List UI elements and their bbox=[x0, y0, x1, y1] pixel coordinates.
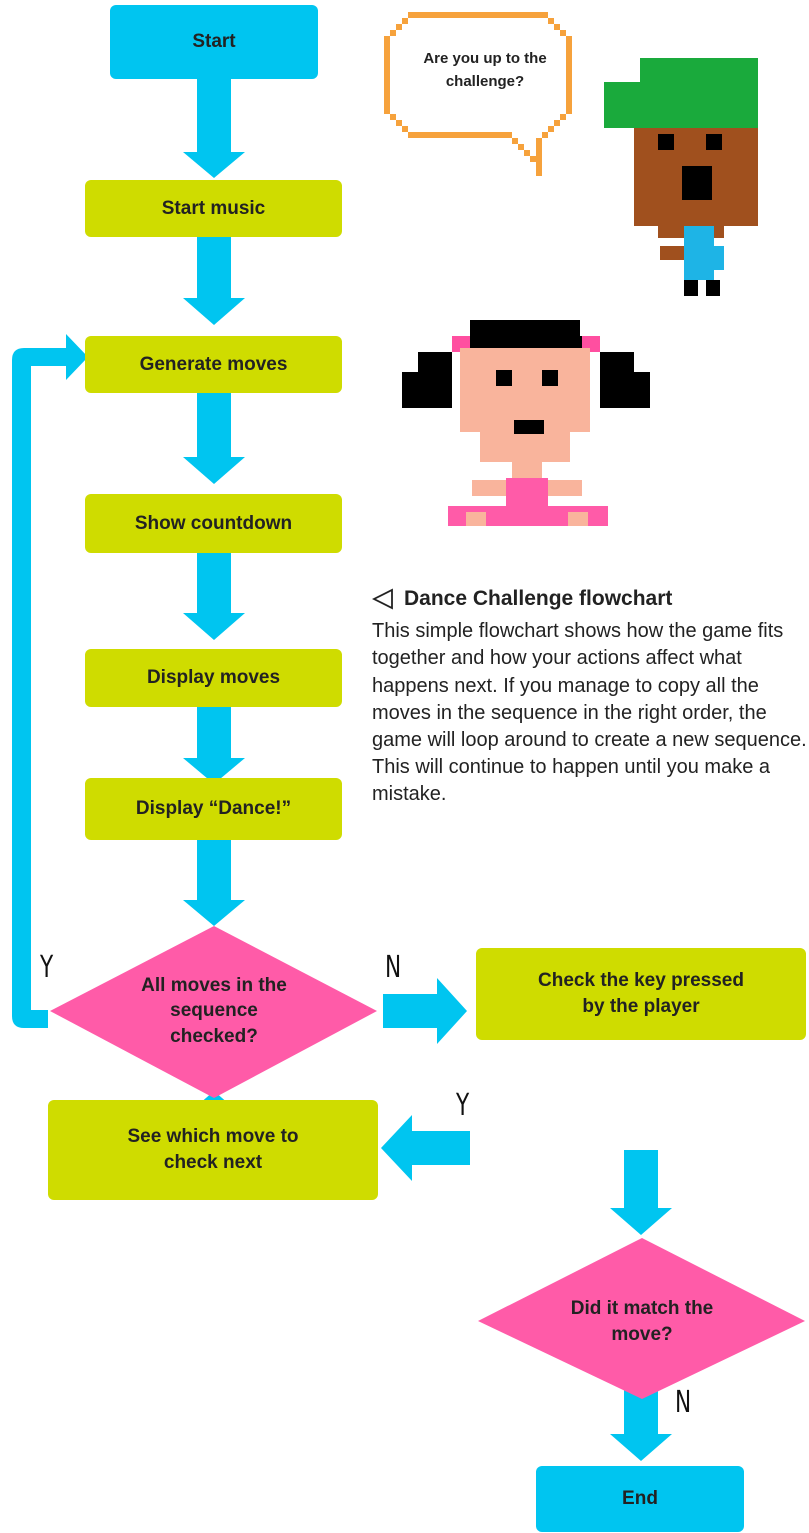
see-next-move-node: See which move to check next bbox=[48, 1100, 378, 1200]
speech-bubble-icon bbox=[384, 12, 572, 176]
arrow-generate-to-countdown bbox=[183, 393, 245, 484]
all-checked-no-label: N bbox=[385, 950, 402, 985]
diamond-did-match-shape bbox=[478, 1238, 805, 1399]
caption-title: Dance Challenge flowchart bbox=[404, 587, 673, 610]
arrow-decision-no-to-check bbox=[383, 978, 467, 1044]
flowchart-caption: Dance Challenge flowchart This simple fl… bbox=[372, 585, 809, 809]
display-moves-node: Display moves bbox=[85, 649, 342, 707]
speech-bubble-text: Are you up to the challenge? bbox=[423, 50, 547, 90]
caption-title-row: Dance Challenge flowchart bbox=[372, 585, 809, 612]
all-checked-decision: All moves in the sequence checked? bbox=[141, 974, 287, 1047]
generate-moves-node: Generate moves bbox=[85, 336, 342, 393]
arrow-match-yes-to-next bbox=[381, 1115, 470, 1181]
diamond-all-checked-shape bbox=[50, 926, 377, 1098]
start-node: Start bbox=[110, 5, 318, 79]
arrow-music-to-generate bbox=[183, 237, 245, 325]
show-countdown-node: Show countdown bbox=[85, 494, 342, 553]
did-match-no-label: N bbox=[675, 1385, 692, 1420]
arrow-match-no-to-end bbox=[610, 1370, 672, 1461]
arrow-dance-to-decision bbox=[183, 840, 245, 926]
did-match-decision: Did it match the move? bbox=[570, 1298, 714, 1345]
left-triangle-icon bbox=[372, 588, 393, 610]
arrow-display-to-dance bbox=[183, 707, 245, 784]
check-key-node: Check the key pressed by the player bbox=[476, 948, 806, 1040]
did-match-yes-label: Y bbox=[456, 1088, 470, 1123]
arrow-loop-back bbox=[12, 334, 88, 1028]
arrow-start-to-music bbox=[183, 79, 245, 178]
caption-body: This simple flowchart shows how the game… bbox=[372, 620, 807, 806]
end-node: End bbox=[536, 1466, 744, 1532]
girl-character-icon bbox=[402, 320, 650, 526]
arrow-check-to-match bbox=[610, 1150, 672, 1235]
display-dance-node: Display “Dance!” bbox=[85, 778, 342, 840]
arrow-countdown-to-display bbox=[183, 553, 245, 640]
all-checked-yes-label: Y bbox=[40, 950, 54, 985]
start-music-node: Start music bbox=[85, 180, 342, 237]
boy-character-icon bbox=[604, 58, 758, 296]
